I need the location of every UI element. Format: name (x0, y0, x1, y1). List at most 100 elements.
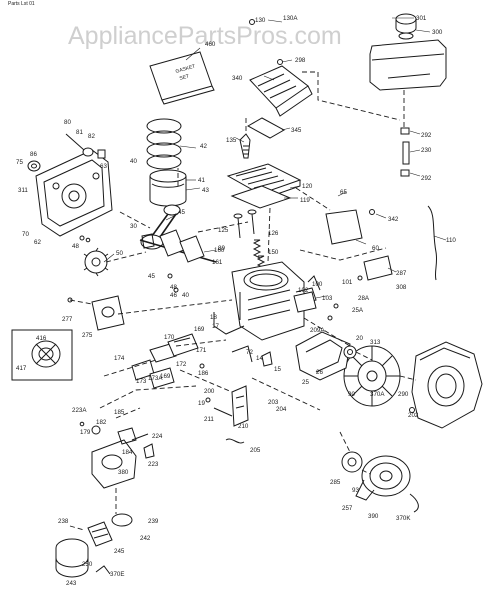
part-label: 46 (170, 292, 177, 299)
part-label: 223 (148, 461, 159, 468)
inset-box[interactable] (11, 329, 73, 381)
part-label: 126 (268, 230, 279, 237)
part-label: 416 (36, 335, 47, 342)
part-label: 171 (196, 347, 207, 354)
bowl-clip[interactable] (95, 565, 111, 575)
flywheel-seal[interactable] (343, 345, 357, 359)
starter-rope[interactable] (409, 493, 419, 513)
part-label: 186 (198, 370, 209, 377)
part-label: 174 (114, 355, 125, 362)
part-label: 211 (204, 416, 214, 423)
part-label: 161 (212, 259, 223, 266)
starter-cup[interactable] (341, 451, 363, 473)
part-label: 60 (372, 245, 379, 252)
fuel-tank[interactable] (369, 13, 447, 91)
part-label: 160 (214, 247, 225, 254)
part-label: 340 (232, 75, 243, 82)
control-bracket-assembly[interactable] (213, 385, 249, 427)
valve-cover[interactable] (325, 209, 363, 245)
valves[interactable] (233, 209, 266, 269)
governor-lever[interactable] (231, 345, 253, 363)
part-label: 277 (62, 316, 73, 323)
part-label: 125 (218, 227, 229, 234)
muffler-gasket[interactable] (246, 117, 286, 139)
part-label: 15 (274, 366, 281, 373)
cylinder-baffle[interactable] (295, 331, 351, 381)
part-label: 345 (291, 127, 302, 134)
choke-link[interactable] (225, 438, 245, 444)
piston[interactable] (149, 169, 187, 207)
part-label: 86 (30, 151, 37, 158)
part-label: 380 (118, 469, 129, 476)
fasteners (67, 19, 415, 427)
part-label: 287 (396, 270, 407, 277)
part-label: 19 (198, 400, 205, 407)
piston-rings[interactable] (146, 118, 182, 170)
part-label: 298 (295, 57, 306, 64)
part-label: 242 (140, 535, 151, 542)
part-label: 82 (88, 133, 95, 140)
part-number-labels: 301 300 130 130A 460 298 340 292 230 292… (16, 15, 456, 587)
part-label: 72 (246, 349, 253, 356)
part-label: 110 (446, 237, 456, 244)
crankshaft[interactable] (139, 229, 217, 263)
breather-assembly[interactable] (65, 133, 106, 159)
part-label: 250 (82, 561, 93, 568)
part-label: 238 (58, 518, 69, 525)
assembly-lines (69, 71, 417, 531)
fuel-strainer[interactable] (87, 521, 113, 547)
fuel-bowl[interactable] (55, 538, 89, 578)
part-label: 209A (310, 327, 325, 334)
governor-parts[interactable] (293, 275, 321, 313)
part-label: 300 (432, 29, 443, 36)
governor-spring[interactable] (213, 312, 245, 335)
recoil-starter[interactable] (355, 455, 411, 501)
part-label: 223A (72, 407, 87, 414)
part-label: 18 (210, 314, 217, 321)
part-label: 308 (396, 284, 407, 291)
carburetor-gaskets[interactable] (131, 333, 199, 389)
air-cleaner[interactable] (91, 295, 125, 331)
blower-housing[interactable] (411, 341, 483, 429)
heat-shield[interactable] (249, 65, 313, 117)
part-label: 205 (250, 447, 261, 454)
part-label: 203 (268, 399, 279, 406)
gasket-set-booklet[interactable]: GASKET SET (149, 51, 215, 105)
booklet-label-2: SET (179, 73, 190, 81)
part-label: 48 (170, 284, 177, 291)
governor-link[interactable] (261, 351, 273, 367)
part-label: 70 (22, 231, 29, 238)
part-label: 245 (114, 548, 125, 555)
part-label: 370K (396, 515, 411, 522)
part-label: 28A (358, 295, 370, 302)
part-label: 63 (100, 163, 107, 170)
part-label: 20 (356, 335, 363, 342)
carburetor[interactable] (91, 427, 149, 489)
booklet-label-1: GASKET (175, 64, 196, 75)
part-label: 311 (18, 187, 28, 194)
carburetor-bowl-parts[interactable] (91, 425, 155, 459)
flywheel[interactable] (343, 345, 401, 407)
cylinder-block[interactable] (231, 261, 317, 341)
part-label: 342 (388, 216, 399, 223)
part-label: 62 (34, 239, 41, 246)
part-label: 370E (110, 571, 124, 578)
spark-plug[interactable] (239, 133, 251, 159)
fuel-bowl-gasket[interactable] (111, 513, 133, 527)
fuel-line[interactable] (400, 127, 410, 177)
part-label: 25A (352, 307, 364, 314)
part-label: 45 (178, 209, 185, 216)
part-label: 42 (200, 143, 207, 150)
control-bracket[interactable] (363, 255, 393, 281)
ground-wire[interactable] (427, 205, 438, 281)
part-label: 210 (238, 423, 249, 430)
part-label: 100 (312, 281, 323, 288)
part-label: 81 (76, 129, 83, 136)
leader-lines (103, 17, 447, 299)
part-label: 257 (342, 505, 353, 512)
head-gasket[interactable] (230, 185, 292, 209)
part-label: 30 (130, 223, 137, 230)
part-label: 179 (80, 429, 91, 436)
oil-seal[interactable] (27, 160, 41, 172)
